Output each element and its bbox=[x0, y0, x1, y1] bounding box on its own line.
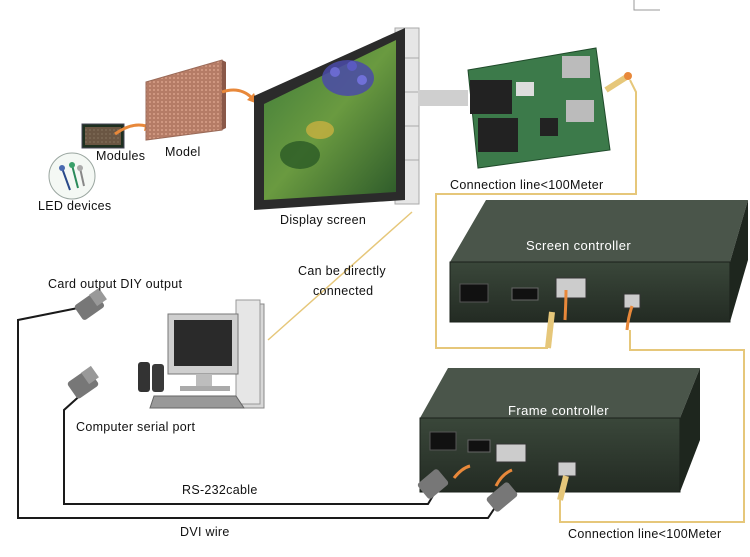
wire-card-to-screen-controller bbox=[435, 79, 637, 349]
card-connector bbox=[604, 73, 630, 93]
label-direct-1: Can be directly bbox=[298, 264, 386, 278]
label-rs232: RS-232cable bbox=[182, 483, 258, 497]
label-dvi: DVI wire bbox=[180, 525, 230, 539]
model-panel bbox=[145, 59, 226, 141]
frame-controller-title: Frame controller bbox=[508, 403, 610, 418]
led-devices-icon bbox=[48, 152, 96, 200]
arrow-screen-ctl bbox=[563, 289, 568, 321]
serial-connector-left bbox=[67, 365, 99, 399]
computer-graphic bbox=[138, 299, 265, 409]
arrow-model-to-display bbox=[221, 88, 254, 100]
screen-controller-title: Screen controller bbox=[526, 238, 632, 253]
label-direct-2: connected bbox=[313, 284, 374, 298]
label-model: Model bbox=[165, 145, 201, 159]
label-display-screen: Display screen bbox=[280, 213, 367, 227]
receiving-card-graphic bbox=[467, 47, 611, 169]
label-computer-serial: Computer serial port bbox=[76, 420, 196, 434]
arrow-module-to-model bbox=[114, 123, 147, 136]
frame-controller-box bbox=[419, 368, 700, 493]
module-icon bbox=[81, 123, 125, 149]
arrow-frame-ctl-2 bbox=[494, 468, 513, 487]
arrow-screen-ctl-2 bbox=[625, 305, 634, 331]
label-modules: Modules bbox=[96, 149, 146, 163]
serial-connector-bottom bbox=[417, 469, 449, 499]
screen-controller-plug bbox=[545, 311, 555, 349]
corner-mark bbox=[633, 0, 660, 11]
dvi-connector-bottom bbox=[486, 482, 518, 512]
label-card-output: Card output DIY output bbox=[48, 277, 183, 291]
label-connection-bottom: Connection line<100Meter bbox=[568, 527, 722, 541]
screen-controller-box bbox=[449, 200, 748, 323]
dvi-connector-top bbox=[74, 287, 107, 320]
wire-screen-to-frame bbox=[559, 330, 745, 523]
frame-controller-plug bbox=[557, 475, 569, 501]
display-screen-graphic bbox=[254, 27, 468, 210]
arrow-frame-ctl bbox=[452, 464, 471, 479]
dvi-wire bbox=[17, 305, 501, 519]
wire-direct bbox=[267, 211, 413, 341]
label-connection-top: Connection line<100Meter bbox=[450, 178, 604, 192]
label-led-devices: LED devices bbox=[38, 199, 112, 213]
